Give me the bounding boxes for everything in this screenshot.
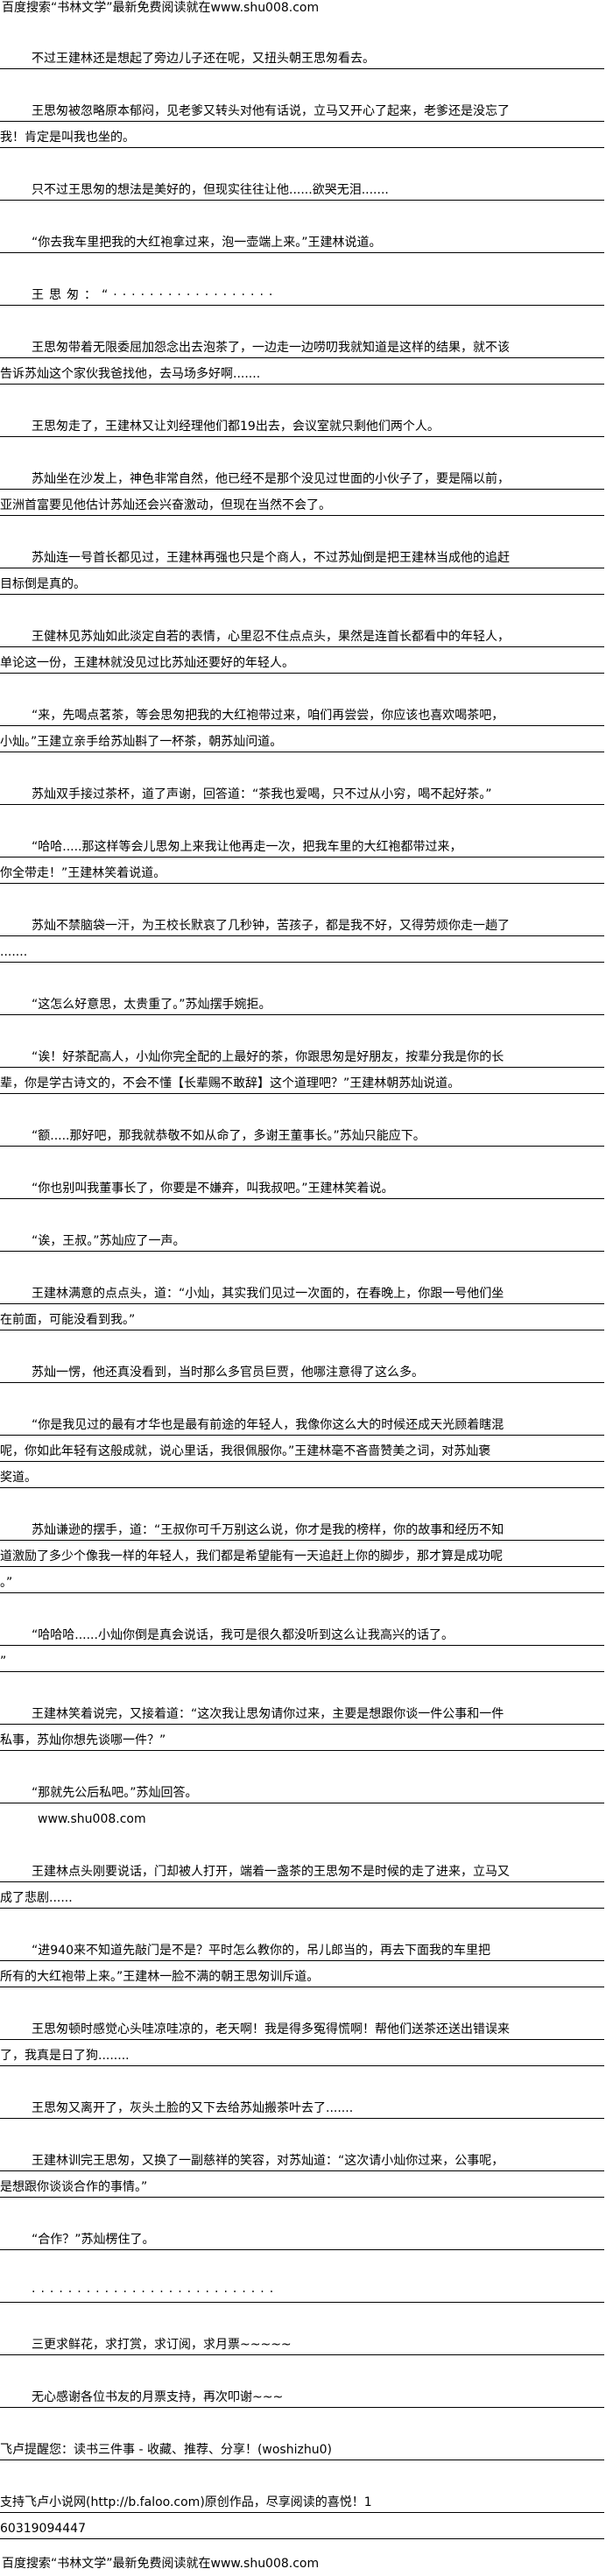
paragraph: 王思匆带着无限委屈加怨念出去泡茶了，一边走一边唠叨我就知道是这样的结果，就不该告… [0, 332, 613, 385]
paragraph: 只不过王思匆的想法是美好的，但现实往往让他......欲哭无泪....... [0, 174, 613, 201]
text-line: 呢，你如此年轻有这般成就，说心里话，我很佩服你。”王建林毫不吝啬赞美之词，对苏灿… [0, 1436, 604, 1462]
paragraph: 王建林训完王思匆，又换了一副慈祥的笑容，对苏灿道：“这次请小灿你过来，公事呢，是… [0, 2145, 613, 2198]
site-watermark-text: www.shu008.com [38, 1812, 146, 1826]
paragraph: 王思匆走了，王建林又让刘经理他们都19出去，会议室就只剩他们两个人。 [0, 411, 613, 437]
text-line: 所有的大红袍带上来。”王建林一脸不满的朝王思匆训斥道。 [0, 1961, 604, 1987]
text-line: 王思匆走了，王建林又让刘经理他们都19出去，会议室就只剩他们两个人。 [0, 411, 604, 437]
text-line: 飞卢提醒您：读书三件事 - 收藏、推荐、分享！(woshizhu0) [0, 2434, 604, 2460]
paragraph: 不过王建林还是想起了旁边儿子还在呢，又扭头朝王思匆看去。 [0, 43, 613, 69]
paragraph: 苏灿不禁脑袋一汗，为王校长默哀了几秒钟，苦孩子，都是我不好，又得劳烦你走一趟了.… [0, 910, 613, 963]
text-line: 60319094447 [0, 2513, 604, 2539]
text-line: ....... [0, 936, 604, 963]
paragraph: “诶，王叔。”苏灿应了一声。 [0, 1225, 613, 1252]
text-line: 你全带走！”王建林笑着说道。 [0, 857, 604, 884]
text-line: 在前面，可能没看到我。” [0, 1304, 604, 1330]
text-line: “哈哈哈......小灿你倒是真会说话，我可是很久都没听到这么让我高兴的话了。 [0, 1620, 604, 1646]
paragraph: 苏灿谦逊的摆手，道：“王叔你可千万别这么说，你才是我的榜样，你的故事和经历不知道… [0, 1514, 613, 1593]
paragraph: “这怎么好意思，太贵重了。”苏灿摆手婉拒。 [0, 989, 613, 1015]
paragraph: “那就先公后私吧。”苏灿回答。 www.shu008.com [0, 1777, 613, 1830]
text-line: “这怎么好意思，太贵重了。”苏灿摆手婉拒。 [0, 989, 604, 1015]
text-line: 苏灿双手接过茶杯，道了声谢，回答道：“茶我也爱喝，只不过从小穷，喝不起好茶。” [0, 779, 604, 805]
paragraph: “你是我见过的最有才华也是最有前途的年轻人，我像你这么大的时候还成天光顾着瞎混呢… [0, 1409, 613, 1488]
paragraph: “额.....那好吧，那我就恭敬不如从命了，多谢王董事长。”苏灿只能应下。 [0, 1120, 613, 1147]
paragraph: “你去我车里把我的大红袍拿过来，泡一壶端上来。”王建林说道。 [0, 227, 613, 253]
paragraph: ··························· [0, 2276, 613, 2303]
text-line: 单论这一份，王建林就没见过比苏灿还要好的年轻人。 [0, 647, 604, 674]
header-ad-text: 百度搜索“书林文学”最新免费阅读就在www.shu008.com [2, 1, 320, 15]
paragraph: 苏灿连一号首长都见过，王建林再强也只是个商人，不过苏灿倒是把王建林当成他的追赶目… [0, 542, 613, 595]
text-line: ··························· [0, 2276, 604, 2303]
paragraph: 王建林满意的点点头，道：“小灿，其实我们见过一次面的，在春晚上，你跟一号他们坐在… [0, 1278, 613, 1330]
paragraph: 王建林笑着说完，又接着道：“这次我让思匆请你过来，主要是想跟你谈一件公事和一件私… [0, 1698, 613, 1751]
text-line: 王建林满意的点点头，道：“小灿，其实我们见过一次面的，在春晚上，你跟一号他们坐 [0, 1278, 604, 1304]
text-line: 王思匆：“·················· [0, 279, 604, 306]
paragraph: “来，先喝点茗茶，等会思匆把我的大红袍带过来，咱们再尝尝，你应该也喜欢喝茶吧，小… [0, 700, 613, 752]
text-line: 小灿。”王建立亲手给苏灿斟了一杯茶，朝苏灿问道。 [0, 726, 604, 752]
paragraph: “进940来不知道先敲门是不是？平时怎么教你的，吊儿郎当的，再去下面我的车里把所… [0, 1935, 613, 1987]
text-line: 苏灿谦逊的摆手，道：“王叔你可千万别这么说，你才是我的榜样，你的故事和经历不知 [0, 1514, 604, 1541]
text-line: “那就先公后私吧。”苏灿回答。 [0, 1777, 604, 1803]
chapter-body: 不过王建林还是想起了旁边儿子还在呢，又扭头朝王思匆看去。王思匆被忽略原本郁闷，见… [0, 43, 613, 2539]
paragraph: 支持飞卢小说网(http://b.faloo.com)原创作品，尽享阅读的喜悦！… [0, 2487, 613, 2539]
text-line: 亚洲首富要见他估计苏灿还会兴奋激动，但现在当然不会了。 [0, 490, 604, 516]
text-line: ” [0, 1646, 604, 1672]
text-line: 成了悲剧...... [0, 1882, 604, 1909]
footer-ad-text: 百度搜索“书林文学”最新免费阅读就在www.shu008.com [2, 2557, 320, 2571]
text-line: 只不过王思匆的想法是美好的，但现实往往让他......欲哭无泪....... [0, 174, 604, 201]
text-line: 王建林笑着说完，又接着道：“这次我让思匆请你过来，主要是想跟你谈一件公事和一件 [0, 1698, 604, 1725]
paragraph: 王建林点头刚要说话，门却被人打开，端着一盏茶的王思匆不是时候的走了进来，立马又成… [0, 1856, 613, 1909]
paragraph: “哈哈.....那这样等会儿思匆上来我让他再走一次，把我车里的大红袍都带过来，你… [0, 831, 613, 884]
text-line: 。” [0, 1567, 604, 1593]
paragraph: 王思匆被忽略原本郁闷，见老爹又转头对他有话说，立马又开心了起来，老爹还是没忘了我… [0, 95, 613, 148]
text-line: 王建林训完王思匆，又换了一副慈祥的笑容，对苏灿道：“这次请小灿你过来，公事呢， [0, 2145, 604, 2171]
text-line: 辈，你是学古诗文的，不会不懂【长辈赐不敢辞】这个道理吧？”王建林朝苏灿说道。 [0, 1068, 604, 1094]
paragraph: “诶！好茶配高人，小灿你完全配的上最好的茶，你跟思匆是好朋友，按辈分我是你的长辈… [0, 1041, 613, 1094]
text-line: “你也别叫我董事长了，你要是不嫌弃，叫我叔吧。”王建林笑着说。 [0, 1173, 604, 1199]
text-line: 是想跟你谈谈合作的事情。” [0, 2171, 604, 2198]
text-line: 了，我真是日了狗........ [0, 2040, 604, 2066]
text-line: “合作？”苏灿楞住了。 [0, 2224, 604, 2250]
text-line: “哈哈.....那这样等会儿思匆上来我让他再走一次，把我车里的大红袍都带过来， [0, 831, 604, 857]
text-line: 王健林见苏灿如此淡定自若的表情，心里忍不住点点头，果然是连首长都看中的年轻人， [0, 621, 604, 647]
text-line: 告诉苏灿这个家伙我爸找他，去马场多好啊....... [0, 358, 604, 385]
paragraph: 王思匆又离开了，灰头土脸的又下去给苏灿搬茶叶去了....... [0, 2093, 613, 2119]
text-line: 苏灿一愣，他还真没看到，当时那么多官员巨贾，他哪注意得了这么多。 [0, 1357, 604, 1383]
paragraph: “哈哈哈......小灿你倒是真会说话，我可是很久都没听到这么让我高兴的话了。” [0, 1620, 613, 1672]
text-line: “进940来不知道先敲门是不是？平时怎么教你的，吊儿郎当的，再去下面我的车里把 [0, 1935, 604, 1961]
text-line: 王思匆又离开了，灰头土脸的又下去给苏灿搬茶叶去了....... [0, 2093, 604, 2119]
text-line: 我！肯定是叫我也坐的。 [0, 122, 604, 148]
text-line: 道激励了多少个像我一样的年轻人，我们都是希望能有一天追赶上你的脚步，那才算是成功… [0, 1541, 604, 1567]
text-line: “你去我车里把我的大红袍拿过来，泡一壶端上来。”王建林说道。 [0, 227, 604, 253]
paragraph: “你也别叫我董事长了，你要是不嫌弃，叫我叔吧。”王建林笑着说。 [0, 1173, 613, 1199]
text-line: 苏灿坐在沙发上，神色非常自然，他已经不是那个没见过世面的小伙子了，要是隔以前， [0, 463, 604, 490]
paragraph: 苏灿坐在沙发上，神色非常自然，他已经不是那个没见过世面的小伙子了，要是隔以前，亚… [0, 463, 613, 516]
text-line: 苏灿不禁脑袋一汗，为王校长默哀了几秒钟，苦孩子，都是我不好，又得劳烦你走一趟了 [0, 910, 604, 936]
text-line: “诶，王叔。”苏灿应了一声。 [0, 1225, 604, 1252]
text-line: “诶！好茶配高人，小灿你完全配的上最好的茶，你跟思匆是好朋友，按辈分我是你的长 [0, 1041, 604, 1068]
paragraph: 三更求鲜花，求打赏，求订阅，求月票~~~~~ [0, 2329, 613, 2355]
text-line: “额.....那好吧，那我就恭敬不如从命了，多谢王董事长。”苏灿只能应下。 [0, 1120, 604, 1147]
paragraph: “合作？”苏灿楞住了。 [0, 2224, 613, 2250]
paragraph: 无心感谢各位书友的月票支持，再次叩谢~~~ [0, 2382, 613, 2408]
text-line: 支持飞卢小说网(http://b.faloo.com)原创作品，尽享阅读的喜悦！… [0, 2487, 604, 2513]
paragraph: 飞卢提醒您：读书三件事 - 收藏、推荐、分享！(woshizhu0) [0, 2434, 613, 2460]
text-line: 三更求鲜花，求打赏，求订阅，求月票~~~~~ [0, 2329, 604, 2355]
paragraph: 苏灿双手接过茶杯，道了声谢，回答道：“茶我也爱喝，只不过从小穷，喝不起好茶。” [0, 779, 613, 805]
text-line: 无心感谢各位书友的月票支持，再次叩谢~~~ [0, 2382, 604, 2408]
paragraph: 苏灿一愣，他还真没看到，当时那么多官员巨贾，他哪注意得了这么多。 [0, 1357, 613, 1383]
text-line: 王思匆带着无限委屈加怨念出去泡茶了，一边走一边唠叨我就知道是这样的结果，就不该 [0, 332, 604, 358]
text-line: 苏灿连一号首长都见过，王建林再强也只是个商人，不过苏灿倒是把王建林当成他的追赶 [0, 542, 604, 568]
text-line: 不过王建林还是想起了旁边儿子还在呢，又扭头朝王思匆看去。 [0, 43, 604, 69]
text-line: 王建林点头刚要说话，门却被人打开，端着一盏茶的王思匆不是时候的走了进来，立马又 [0, 1856, 604, 1882]
text-line: 王思匆被忽略原本郁闷，见老爹又转头对他有话说，立马又开心了起来，老爹还是没忘了 [0, 95, 604, 122]
paragraph: 王健林见苏灿如此淡定自若的表情，心里忍不住点点头，果然是连首长都看中的年轻人，单… [0, 621, 613, 674]
text-line: “你是我见过的最有才华也是最有前途的年轻人，我像你这么大的时候还成天光顾着瞎混 [0, 1409, 604, 1436]
paragraph: 王思匆：“·················· [0, 279, 613, 306]
text-line: 王思匆顿时感觉心头哇凉哇凉的，老天啊！我是得多冤得慌啊！帮他们送茶还送出错误来 [0, 2014, 604, 2040]
text-line: 目标倒是真的。 [0, 568, 604, 595]
text-line: “来，先喝点茗茶，等会思匆把我的大红袍带过来，咱们再尝尝，你应该也喜欢喝茶吧， [0, 700, 604, 726]
paragraph: 王思匆顿时感觉心头哇凉哇凉的，老天啊！我是得多冤得慌啊！帮他们送茶还送出错误来了… [0, 2014, 613, 2066]
text-line: 奖道。 [0, 1462, 604, 1488]
text-line: 私事，苏灿你想先谈哪一件？” [0, 1725, 604, 1751]
